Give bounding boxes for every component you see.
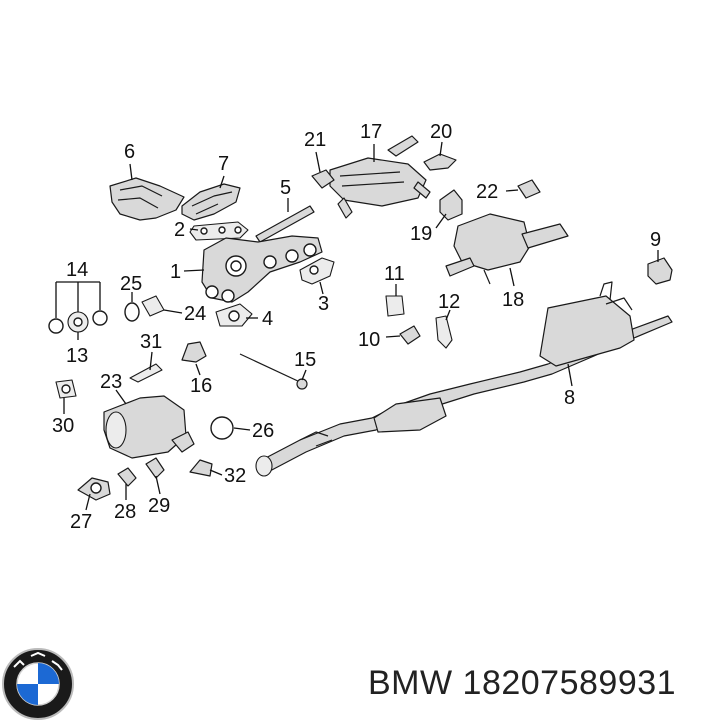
callout-21: 21	[304, 129, 326, 151]
callout-labels: 6 7 2 5 1 3 4 14 13 25 24 31 16 15 23 30…	[52, 121, 661, 533]
callout-28: 28	[114, 501, 136, 523]
bmw-roundel-logo	[2, 648, 74, 720]
part-1-exhaust-manifold	[201, 235, 323, 303]
callout-13: 13	[66, 345, 88, 367]
callout-27: 27	[70, 511, 92, 533]
callout-7: 7	[218, 153, 229, 175]
part-16-bracket	[181, 341, 207, 363]
part-30-flange	[55, 379, 77, 399]
part-2-gasket	[189, 221, 249, 241]
callout-10: 10	[358, 329, 380, 351]
part-6-heat-shield	[109, 177, 185, 221]
callout-25: 25	[120, 273, 142, 295]
part-19-clamp	[439, 189, 463, 221]
caption-brand: BMW	[368, 664, 453, 702]
callout-4: 4	[262, 308, 273, 330]
callout-19: 19	[410, 223, 432, 245]
callout-2: 2	[174, 219, 185, 241]
part-12-strap	[435, 315, 453, 349]
callout-32: 32	[224, 465, 246, 487]
caption-part-number: 18207589931	[462, 664, 677, 702]
part-22-clip	[517, 179, 541, 199]
callout-14: 14	[66, 259, 88, 281]
part-20-hanger	[423, 153, 457, 171]
callout-8: 8	[564, 387, 575, 409]
part-4-gasket	[215, 303, 253, 327]
callout-12: 12	[438, 291, 460, 313]
callout-24: 24	[184, 303, 206, 325]
part-11-bracket	[385, 295, 405, 317]
callout-3: 3	[318, 293, 329, 315]
callout-31: 31	[140, 331, 162, 353]
part-26-seal-ring	[210, 416, 234, 440]
callout-23: 23	[100, 371, 122, 393]
part-17-rear-muffler	[329, 135, 431, 219]
callout-15: 15	[294, 349, 316, 371]
callout-18: 18	[502, 289, 524, 311]
callout-5: 5	[280, 177, 291, 199]
part-9-hanger	[647, 257, 673, 285]
callout-11: 11	[384, 263, 405, 285]
part-10-clip	[399, 325, 421, 345]
callout-29: 29	[148, 495, 170, 517]
part-28-clamp	[117, 467, 137, 487]
part-21-bracket	[311, 169, 335, 189]
part-23-catalytic-converter	[103, 395, 195, 459]
callout-16: 16	[190, 375, 212, 397]
part-caption: BMW 18207589931	[368, 664, 676, 703]
part-31-bracket	[129, 363, 163, 383]
part-25-seal-ring	[124, 302, 140, 322]
part-24-clamp	[141, 295, 165, 317]
part-7-heat-shield	[181, 183, 241, 221]
callout-26: 26	[252, 420, 274, 442]
part-29-sensor	[145, 457, 165, 479]
part-18-rear-muffler	[445, 213, 569, 285]
callout-20: 20	[430, 121, 452, 143]
callout-17: 17	[360, 121, 382, 143]
callout-9: 9	[650, 229, 661, 251]
part-3-gasket	[299, 257, 335, 285]
part-32-bracket	[189, 459, 213, 477]
part-15-oxygen-sensor	[239, 353, 308, 390]
callout-30: 30	[52, 415, 74, 437]
part-5-stud	[255, 205, 315, 243]
callout-22: 22	[476, 181, 498, 203]
part-8-center-pipe	[255, 281, 673, 477]
part-14-seal-rings	[48, 310, 108, 334]
part-27-sensor	[77, 477, 111, 501]
callout-1: 1	[170, 261, 181, 283]
callout-6: 6	[124, 141, 135, 163]
leader-lines	[55, 141, 659, 511]
